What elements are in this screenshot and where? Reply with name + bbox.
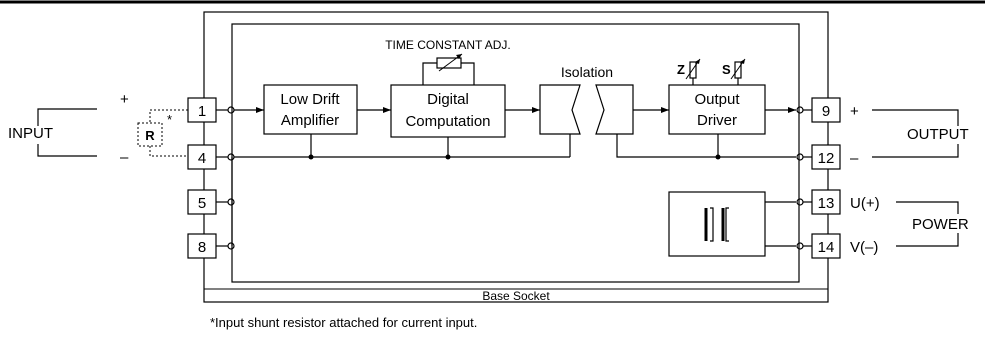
terminal-8 (187, 233, 217, 259)
svg-text:14: 14 (818, 239, 835, 256)
transformer-block (668, 191, 766, 257)
zero-label: Z (677, 62, 685, 77)
svg-text:12: 12 (818, 150, 835, 167)
isolation-right (595, 84, 634, 135)
svg-text:Low Drift: Low Drift (280, 91, 340, 108)
time-constant-label: TIME CONSTANT ADJ. (385, 38, 511, 52)
terminal-12 (811, 144, 841, 170)
svg-text:1: 1 (198, 103, 206, 120)
module-frame (231, 23, 800, 283)
terminal-9 (811, 97, 841, 123)
svg-text:Amplifier: Amplifier (281, 112, 339, 129)
output-label: OUTPUT (907, 126, 969, 143)
shunt-resistor (137, 122, 163, 147)
power-label: POWER (912, 216, 969, 233)
shunt-resistor-label: R (145, 128, 155, 143)
svg-text:Computation: Computation (405, 113, 490, 130)
input-plus: + (120, 91, 129, 108)
output-minus: – (850, 150, 859, 167)
shunt-lead-top (149, 109, 188, 123)
shunt-asterisk: * (167, 112, 172, 127)
output-plus: + (850, 103, 859, 120)
base-socket-label: Base Socket (482, 289, 550, 303)
shunt-lead-bottom (149, 146, 188, 157)
terminal-14 (811, 233, 841, 259)
svg-text:Driver: Driver (697, 112, 737, 129)
svg-text:5: 5 (198, 195, 206, 212)
input-minus: – (120, 149, 129, 166)
output-bracket (872, 109, 959, 126)
transformer-icon (704, 207, 729, 242)
span-adjuster (734, 61, 742, 79)
isolation-left (539, 84, 581, 135)
output-driver-block (668, 84, 766, 135)
computation-block (390, 84, 506, 138)
svg-text:4: 4 (198, 150, 206, 167)
input-bracket (37, 108, 97, 126)
footnote: *Input shunt resistor attached for curre… (210, 315, 477, 330)
amplifier-block (263, 84, 358, 135)
power-bracket (896, 201, 959, 214)
span-label: S (722, 62, 731, 77)
svg-text:Digital: Digital (427, 91, 469, 108)
isolation-label: Isolation (561, 64, 613, 80)
input-label: INPUT (8, 125, 53, 142)
svg-text:8: 8 (198, 239, 206, 256)
zero-adjuster (689, 61, 697, 79)
terminal-1 (187, 97, 217, 123)
power-v-minus: V(–) (850, 239, 878, 256)
svg-text:9: 9 (822, 103, 830, 120)
svg-text:Output: Output (694, 91, 740, 108)
power-u-plus: U(+) (850, 195, 880, 212)
svg-text:13: 13 (818, 195, 835, 212)
terminal-13 (811, 189, 841, 215)
terminal-5 (187, 189, 217, 215)
